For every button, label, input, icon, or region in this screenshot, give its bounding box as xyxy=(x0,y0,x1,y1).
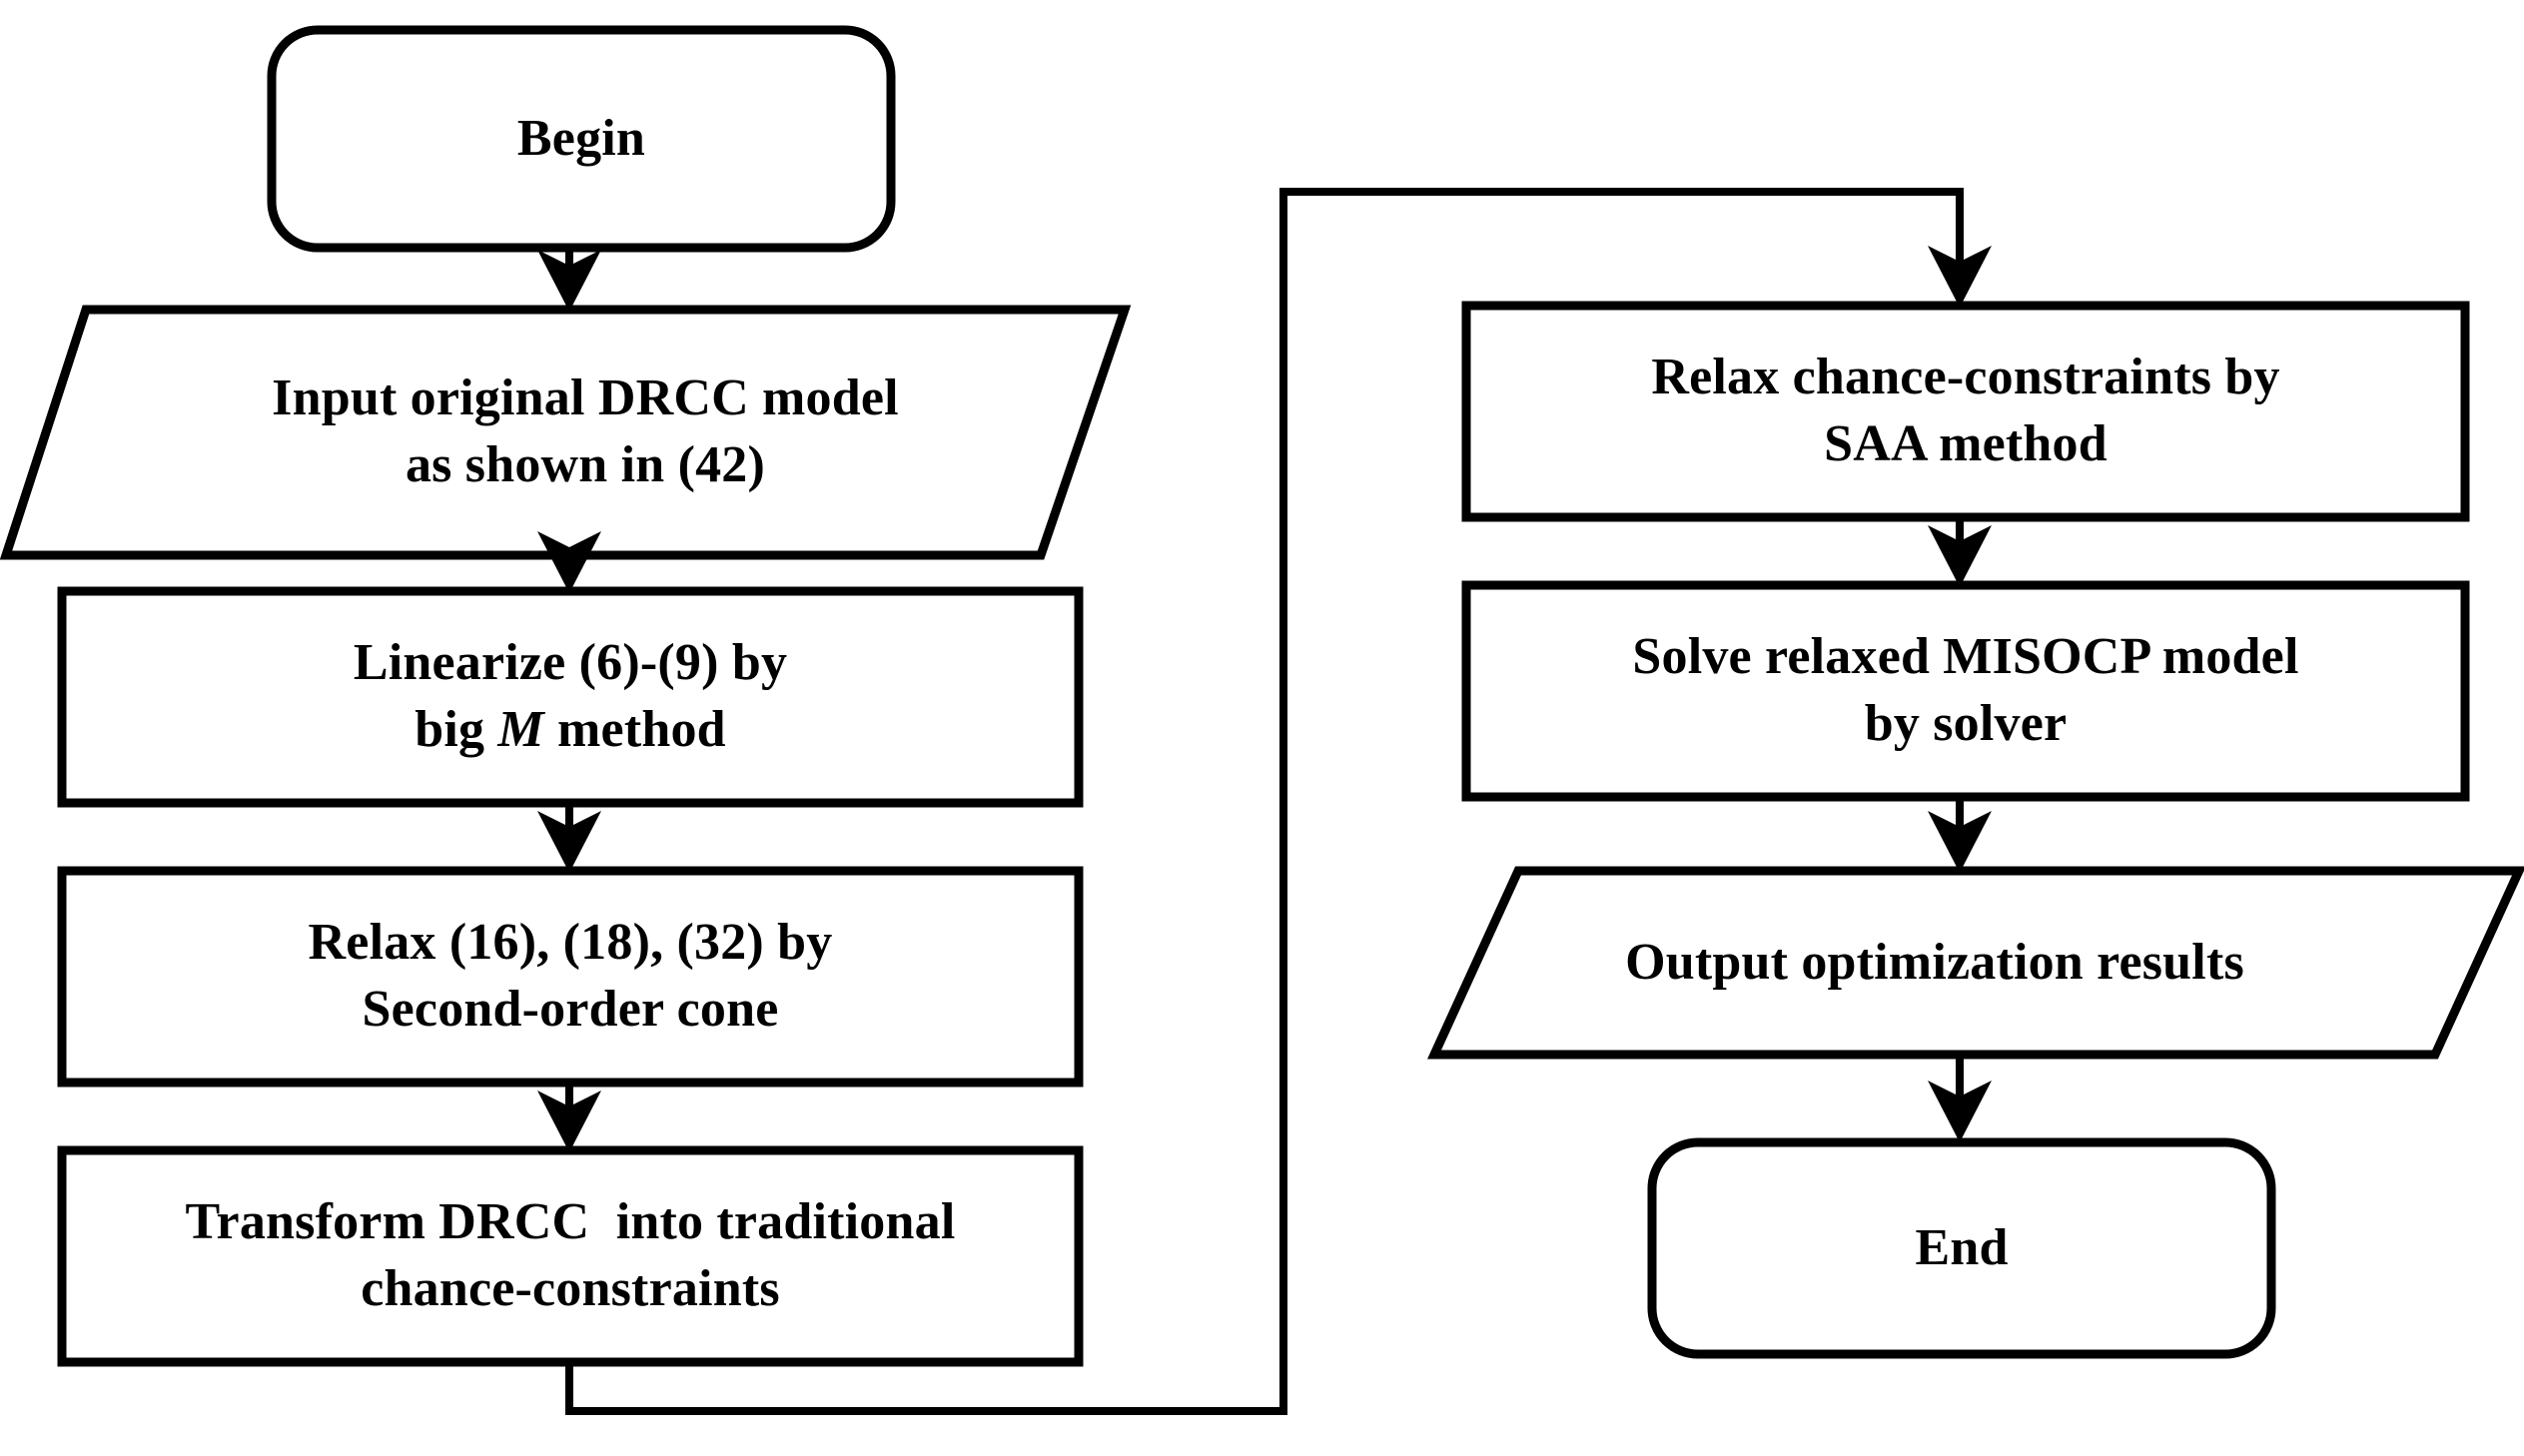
node-shape-end xyxy=(1647,1137,2276,1359)
edge-relax-saa-to-solve xyxy=(1928,517,1992,587)
node-shape-output-results xyxy=(1426,866,2524,1060)
edge-transform-to-relax-saa xyxy=(565,188,1992,1415)
node-shape-begin xyxy=(267,25,896,253)
edge-solve-to-output xyxy=(1928,797,1992,873)
node-shape-relax-soc xyxy=(57,866,1084,1088)
edge-input-to-linearize xyxy=(537,531,601,593)
node-shape-relax-saa xyxy=(1461,301,2470,522)
node-shape-solve-misocp xyxy=(1461,580,2470,802)
edge-output-to-end xyxy=(1928,1055,1992,1142)
edge-linearize-to-relax-soc xyxy=(537,803,601,873)
node-shape-input-model xyxy=(0,305,1132,560)
node-shape-transform-drcc xyxy=(57,1145,1084,1367)
edge-begin-to-input xyxy=(537,248,601,312)
edge-relax-soc-to-transform xyxy=(537,1083,601,1152)
node-shape-linearize xyxy=(57,586,1084,808)
